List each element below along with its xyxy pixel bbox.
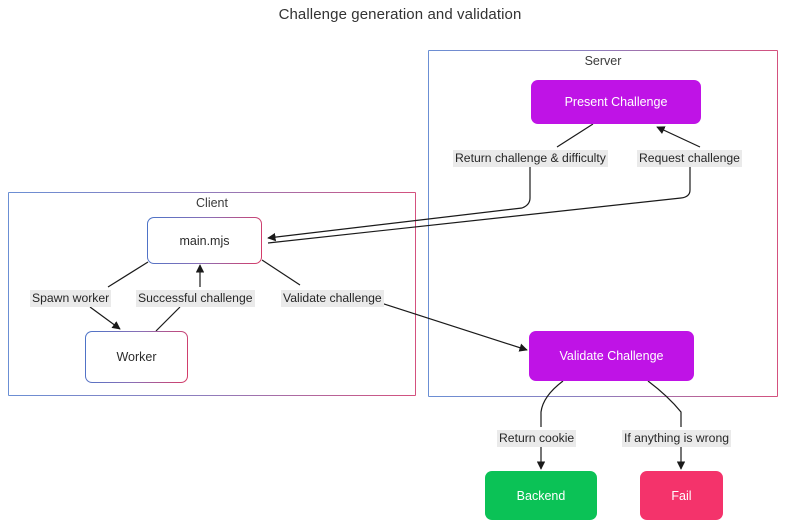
node-worker[interactable]: Worker bbox=[85, 331, 188, 383]
node-main-mjs[interactable]: main.mjs bbox=[147, 217, 262, 264]
edge-label-request-challenge: Request challenge bbox=[637, 150, 742, 167]
node-main-mjs-label: main.mjs bbox=[179, 233, 230, 248]
node-present-challenge[interactable]: Present Challenge bbox=[531, 80, 701, 124]
node-validate-challenge-label: Validate Challenge bbox=[559, 349, 664, 363]
node-backend-label: Backend bbox=[516, 488, 566, 503]
edge-label-if-anything-is-wrong: If anything is wrong bbox=[622, 430, 732, 447]
edge-label-spawn-worker: Spawn worker bbox=[30, 290, 112, 307]
edge-label-validate-challenge: Validate challenge bbox=[281, 290, 384, 307]
group-server-label: Server bbox=[584, 54, 622, 68]
page-title: Challenge generation and validation bbox=[278, 6, 522, 23]
node-fail[interactable]: Fail bbox=[640, 471, 723, 520]
node-fail-label: Fail bbox=[671, 488, 692, 503]
edge-label-successful-challenge: Successful challenge bbox=[136, 290, 255, 307]
group-client-label: Client bbox=[196, 196, 228, 210]
node-validate-challenge[interactable]: Validate Challenge bbox=[529, 331, 694, 381]
edge-label-return-cookie: Return cookie bbox=[497, 430, 577, 447]
edge-label-return-challenge-and-difficulty: Return challenge & difficulty bbox=[453, 150, 608, 167]
node-worker-label: Worker bbox=[116, 350, 157, 364]
node-backend[interactable]: Backend bbox=[485, 471, 597, 520]
node-present-challenge-label: Present Challenge bbox=[564, 95, 668, 109]
